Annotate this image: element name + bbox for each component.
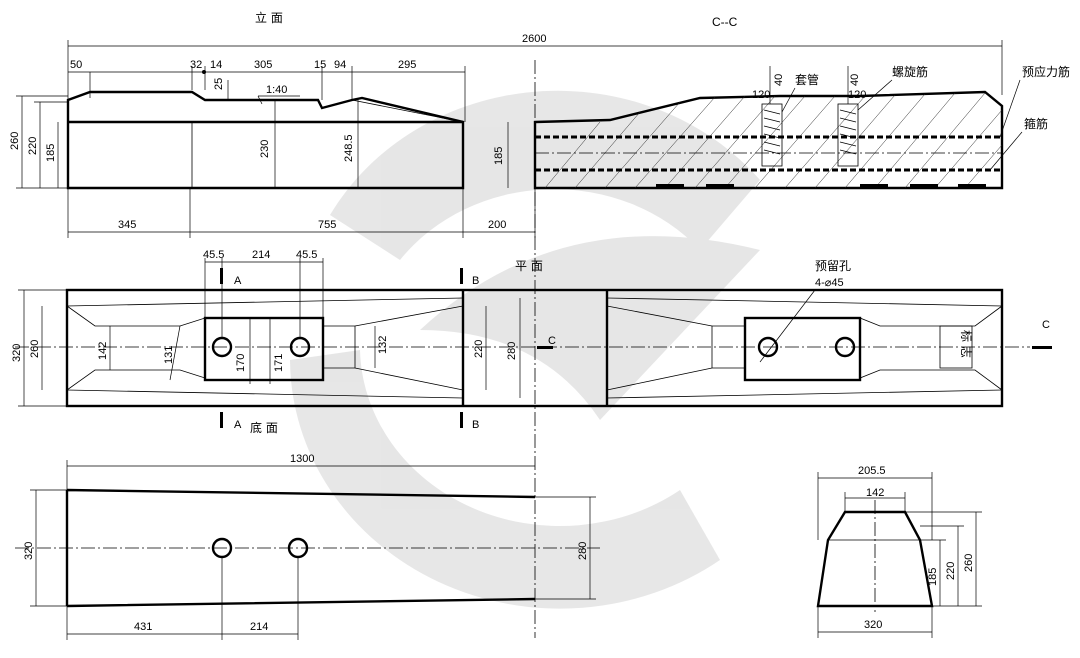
dim-bottom-320: 320 xyxy=(864,619,882,631)
dim-h2485: 248.5 xyxy=(343,134,355,162)
dim-sec-h220: 220 xyxy=(945,562,957,580)
marker-label: 标 志 xyxy=(959,330,973,358)
cut-c-left: C xyxy=(548,335,556,347)
dim-w132: 132 xyxy=(377,336,389,354)
elevation-view: 立 面 C--C 2600 50 32 14 305 15 94 295 25 … xyxy=(9,10,1070,638)
dim-50: 50 xyxy=(70,59,82,71)
dim-w131: 131 xyxy=(163,346,175,364)
dim-345: 345 xyxy=(118,219,136,231)
dim-h185: 185 xyxy=(45,144,57,162)
dim-sec-h260: 260 xyxy=(963,554,975,572)
dim-14: 14 xyxy=(210,59,222,71)
dim-w220: 220 xyxy=(473,340,485,358)
dim-2600: 2600 xyxy=(522,33,546,45)
dim-32: 32 xyxy=(190,59,202,71)
dim-40a: 40 xyxy=(773,74,785,86)
dim-40b: 40 xyxy=(849,74,861,86)
dim-bottom-w320: 320 xyxy=(23,542,35,560)
dim-295: 295 xyxy=(398,59,416,71)
dim-455a: 45.5 xyxy=(203,249,224,261)
bottom-title: 底 面 xyxy=(250,420,278,435)
dim-bottom-w280: 280 xyxy=(577,542,589,560)
label-stirrup: 箍筋 xyxy=(1024,116,1048,131)
dim-25: 25 xyxy=(213,78,225,90)
section-hatching xyxy=(544,92,1003,189)
plan-view: 平 面 标 志 A A B B C xyxy=(11,249,1052,431)
dim-15: 15 xyxy=(314,59,326,71)
dim-w280: 280 xyxy=(506,342,518,360)
dim-h260: 260 xyxy=(9,132,21,150)
label-spiral-bar: 螺旋筋 xyxy=(892,64,928,79)
dim-h185b: 185 xyxy=(493,147,505,165)
dim-455b: 45.5 xyxy=(296,249,317,261)
dim-120b: 120 xyxy=(848,89,866,101)
dim-h220: 220 xyxy=(27,137,39,155)
dim-h230: 230 xyxy=(259,140,271,158)
section-view: 205.5 142 185 220 260 320 xyxy=(816,465,982,638)
watermark-logo xyxy=(290,90,760,609)
dim-214-plan: 214 xyxy=(252,249,270,261)
dim-top-2055: 205.5 xyxy=(858,465,886,477)
dim-w171: 171 xyxy=(273,354,285,372)
dim-305: 305 xyxy=(254,59,272,71)
dim-top-142: 142 xyxy=(866,487,884,499)
plan-title: 平 面 xyxy=(515,259,543,273)
section-cc-title: C--C xyxy=(712,15,738,29)
dim-w260: 260 xyxy=(29,340,41,358)
cut-a-top: A xyxy=(234,275,242,287)
slope-label: 1:40 xyxy=(266,84,287,96)
bottom-view: 底 面 1300 320 280 431 214 xyxy=(15,420,600,640)
dim-755: 755 xyxy=(318,219,336,231)
hole-label: 预留孔 xyxy=(815,259,851,273)
cut-b-bottom: B xyxy=(472,419,479,431)
dim-w170: 170 xyxy=(235,354,247,372)
hole-spec: 4-⌀45 xyxy=(815,277,844,289)
dim-1300: 1300 xyxy=(290,453,314,465)
cut-b-top: B xyxy=(472,275,479,287)
dim-w320: 320 xyxy=(11,344,23,362)
cut-c-right: C xyxy=(1042,319,1050,331)
dim-sec-h185: 185 xyxy=(927,568,939,586)
cut-a-bottom: A xyxy=(234,419,242,431)
dim-94: 94 xyxy=(334,59,346,71)
dim-w142: 142 xyxy=(97,342,109,360)
elevation-title: 立 面 xyxy=(255,10,283,25)
dim-bottom-214: 214 xyxy=(250,621,268,633)
label-prestress-bar: 预应力筋 xyxy=(1022,64,1070,79)
dim-120a: 120 xyxy=(752,89,770,101)
dim-431: 431 xyxy=(134,621,152,633)
label-sleeve: 套管 xyxy=(795,72,819,87)
dim-200: 200 xyxy=(488,219,506,231)
